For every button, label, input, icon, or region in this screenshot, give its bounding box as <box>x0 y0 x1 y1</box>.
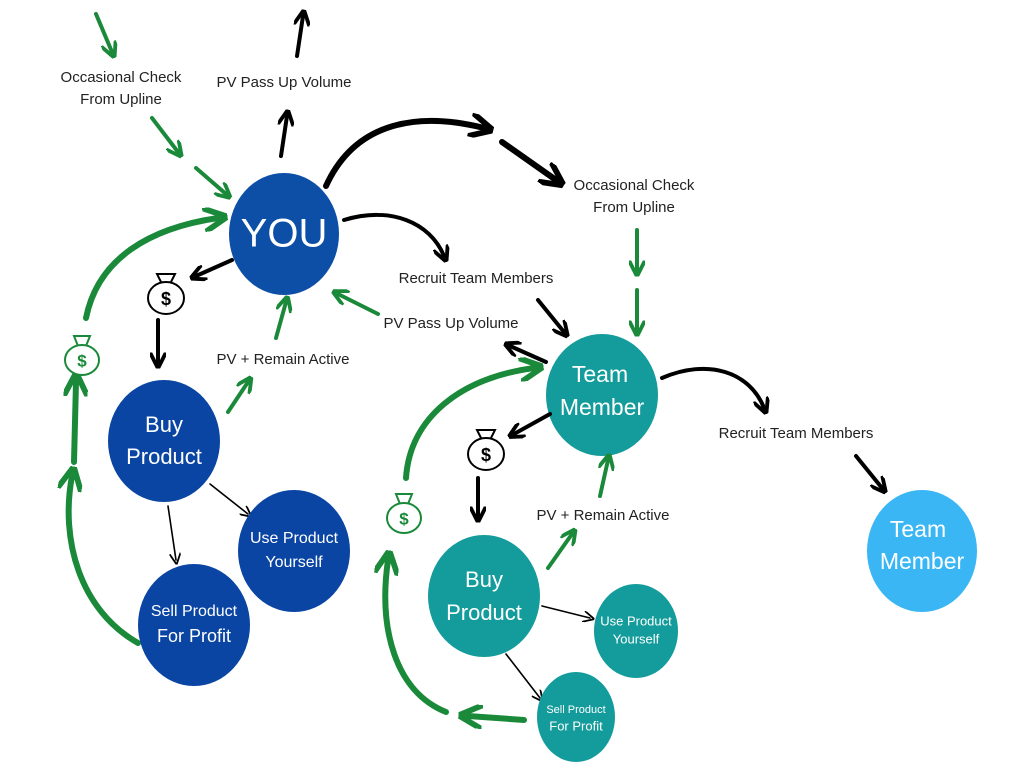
team-buy-to-sell-arrow <box>505 653 540 698</box>
team-pv-pass-up-label: PV Pass Up Volume <box>383 315 518 332</box>
you-use-line2: Yourself <box>265 554 323 571</box>
downline-team-member-node <box>867 490 977 612</box>
you-to-team-curve-arrow <box>323 121 484 189</box>
money-bag-icon: $ <box>467 429 505 471</box>
money-bag-icon: $ <box>147 273 185 315</box>
downline-recruit-arrow <box>854 454 882 488</box>
team-pv-active-arrow-1 <box>598 460 608 498</box>
team-pv-up-to-you-arrow <box>338 294 380 316</box>
you-buy-line2: Product <box>126 444 202 469</box>
svg-text:$: $ <box>399 509 409 528</box>
team-use-line1: Use Product <box>600 613 672 628</box>
check-arrow-top <box>94 12 112 52</box>
downline-recruit-label: Recruit Team Members <box>719 425 874 442</box>
check-arrow-mid <box>150 116 178 152</box>
you-buy-to-use-arrow <box>209 483 248 514</box>
svg-text:$: $ <box>77 351 87 370</box>
svg-text:$: $ <box>481 445 491 465</box>
you-sell-line1: Sell Product <box>151 603 238 620</box>
you-use-product-node <box>238 490 350 612</box>
team-sell-line2: For Profit <box>549 718 603 733</box>
you-pv-pass-up-label: PV Pass Up Volume <box>216 74 351 91</box>
you-node <box>229 173 339 295</box>
team-buy-line1: Buy <box>465 567 503 592</box>
you-buy-product-node <box>108 380 220 502</box>
you-sell-line2: For Profit <box>157 626 231 646</box>
team-member-line1: Team <box>572 361 628 387</box>
team-loop-arrow-3 <box>468 716 527 720</box>
team-member-line2: Member <box>560 394 645 420</box>
team-recruit-curve-arrow <box>660 366 764 408</box>
you-pv-active-label: PV + Remain Active <box>217 351 350 368</box>
you-use-line1: Use Product <box>250 530 339 547</box>
team-check-label-line2: From Upline <box>593 199 675 216</box>
you-pv-active-arrow-2 <box>226 382 248 414</box>
downline-team-line2: Member <box>880 548 965 574</box>
you-left-loop-arrow <box>69 476 141 646</box>
you-node-label: YOU <box>241 212 328 256</box>
team-buy-product-node <box>428 535 540 657</box>
team-sell-line1: Sell Product <box>546 704 605 716</box>
svg-text:$: $ <box>161 289 171 309</box>
downline-team-line1: Team <box>890 516 946 542</box>
check-arrow-bottom <box>194 166 226 194</box>
team-loop-arrow-1 <box>403 368 534 481</box>
you-pv-active-arrow-1 <box>274 302 286 340</box>
you-sell-product-node <box>138 564 250 686</box>
you-recruit-curve-arrow <box>342 212 444 256</box>
you-check-label-line2: From Upline <box>80 91 162 108</box>
you-check-label-line1: Occasional Check <box>61 69 182 86</box>
money-bag-icon: $ <box>64 335 100 376</box>
team-use-product-node <box>594 584 678 678</box>
you-buy-line1: Buy <box>145 412 183 437</box>
money-bag-icon: $ <box>386 493 422 534</box>
pv-up-arrow-bottom <box>281 116 287 158</box>
you-buy-to-sell-arrow <box>167 505 176 560</box>
pv-up-arrow-top <box>297 16 303 58</box>
team-check-label-line1: Occasional Check <box>574 177 695 194</box>
team-pv-up-arrow <box>510 346 548 364</box>
team-buy-to-use-arrow <box>541 605 590 618</box>
team-sell-product-node <box>537 672 615 762</box>
team-use-line2: Yourself <box>613 631 660 646</box>
team-pv-active-arrow-2 <box>546 534 572 570</box>
you-left-loop-arrow-3 <box>83 218 218 321</box>
you-left-loop-arrow-2 <box>74 382 76 465</box>
you-to-team-arrow-2 <box>499 139 556 180</box>
team-member-node <box>546 334 658 456</box>
you-to-bag-arrow <box>196 258 234 276</box>
team-pv-active-label: PV + Remain Active <box>537 507 670 524</box>
recruit-to-team-arrow <box>536 298 564 332</box>
team-loop-arrow-2 <box>385 560 449 715</box>
team-buy-line2: Product <box>446 600 522 625</box>
team-to-bag-arrow <box>514 412 552 434</box>
you-recruit-label: Recruit Team Members <box>399 270 554 287</box>
